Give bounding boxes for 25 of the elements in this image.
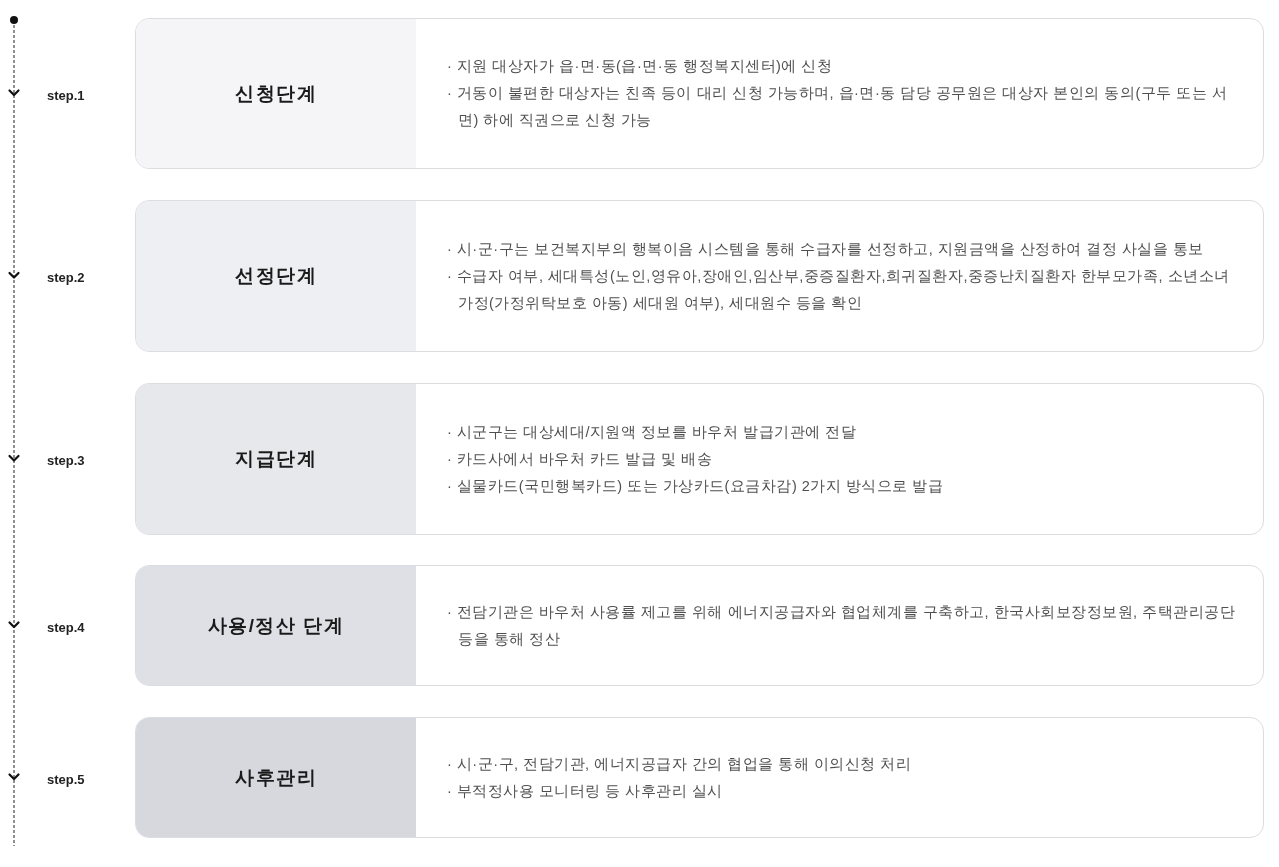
- step-label: step.5: [47, 771, 85, 788]
- step-card: [135, 18, 1264, 169]
- step-card: [135, 717, 1264, 838]
- bullet-text: · 시군구는 대상세대/지원액 정보를 바우처 발급기관에 전달: [447, 422, 858, 442]
- stage-title: 신청단계: [136, 19, 416, 168]
- step-label: step.2: [47, 270, 85, 286]
- step-label: step.4: [47, 619, 85, 636]
- step-card: [135, 565, 1264, 686]
- bullet-text: · 부적정사용 모니터링 등 사후관리 실시: [447, 781, 724, 801]
- bullet-text: · 실물카드(국민행복카드) 또는 가상카드(요금차감) 2가지 방식으로 발급: [447, 476, 945, 496]
- bullet-text: · 지원 대상자가 읍·면·동(읍·면·동 행정복지센터)에 신청: [447, 57, 834, 76]
- bullet-text: · 카드사에서 바우처 카드 발급 및 배송: [447, 449, 713, 469]
- stage-title: 선정단계: [136, 201, 416, 351]
- bullet-text: · 거동이 불편한 대상자는 친족 등이 대리 신청 가능하며, 읍·면·동 담당 공무원은 대상자 본인의 동의(구두 또는 서면) 하에 직권으로 신청 가능: [447, 84, 1229, 130]
- step-label: step.1: [47, 87, 85, 104]
- bullet-text: · 시·군·구는 보건복지부의 행복이음 시스템을 통해 수급자를 선정하고, 지원금액을 산정하여 결정 사실을 통보: [447, 239, 1205, 259]
- step-card: [135, 200, 1264, 352]
- step-label: step.3: [47, 453, 85, 469]
- bullet-text: · 전담기관은 바우처 사용률 제고를 위해 에너지공급자와 협업체계를 구축하고, 한국사회보장정보원, 주택관리공단 등을 통해 정산: [447, 602, 1237, 649]
- stage-title: 사후관리: [136, 718, 416, 837]
- bullet-text: · 시·군·구, 전담기관, 에너지공급자 간의 협업을 통해 이의신청 처리: [447, 754, 913, 774]
- step-card: [135, 383, 1264, 535]
- stage-title: 사용/정산 단계: [136, 566, 416, 685]
- stage-title: 지급단계: [136, 384, 416, 534]
- bullet-text: · 수급자 여부, 세대특성(노인,영유아,장애인,임산부,중증질환자,희귀질환자,중증난치질환자 한부모가족, 소년소녀 가정(가정위탁보호 아동) 세대원 여부), 세대원수 등을 확인: [447, 266, 1231, 313]
